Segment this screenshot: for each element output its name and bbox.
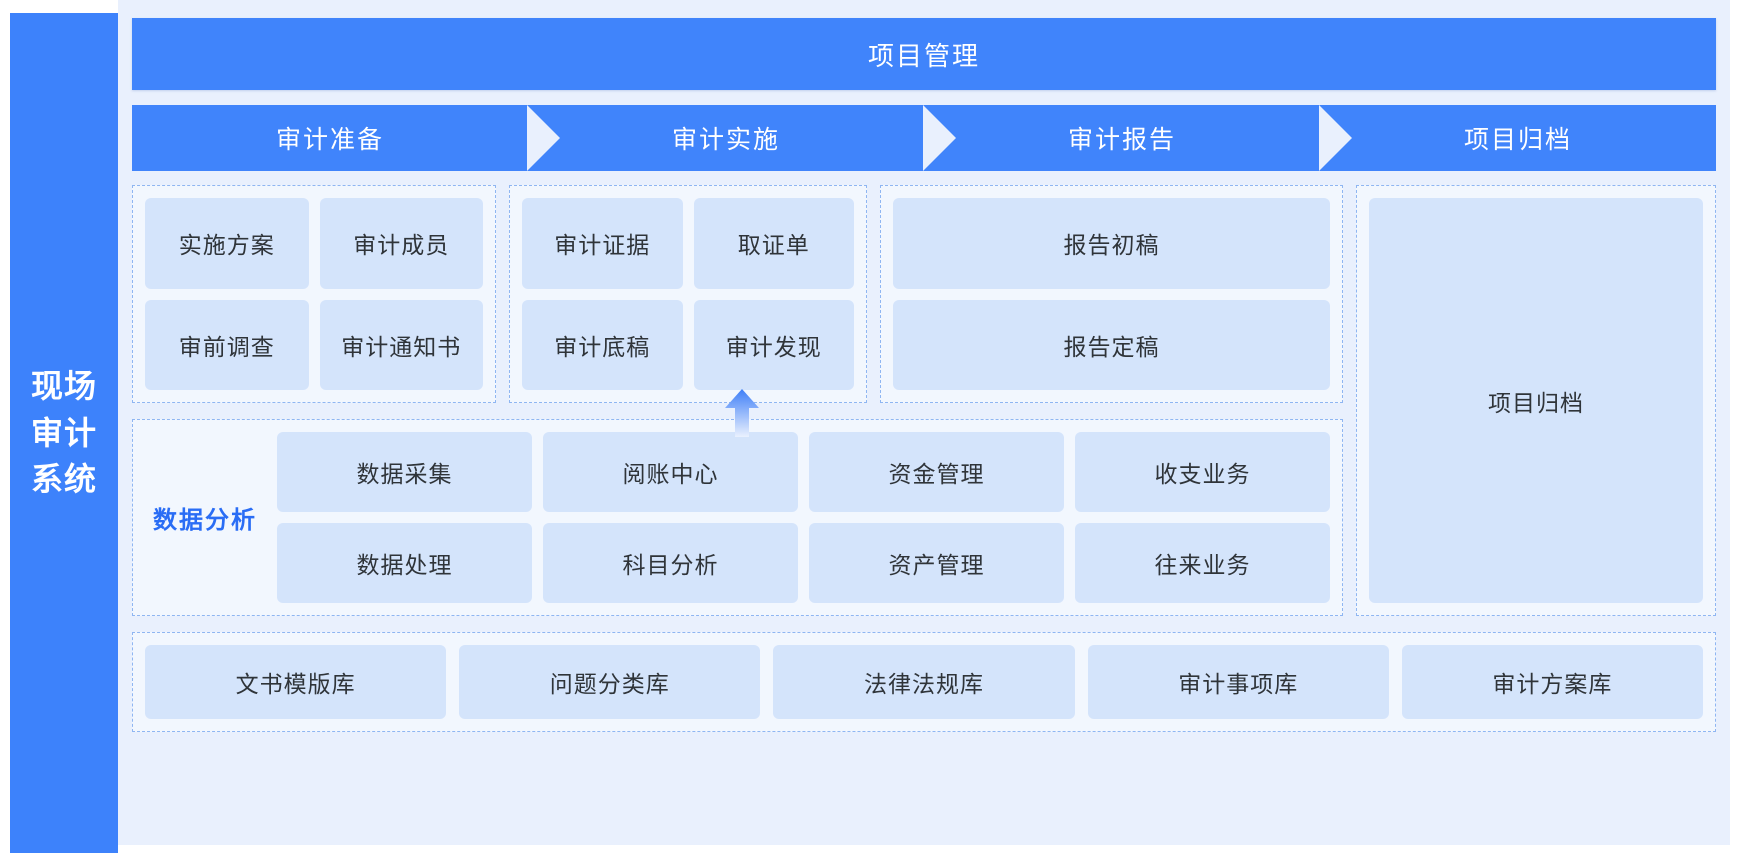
group-project-archive: 项目归档	[1356, 185, 1716, 616]
tile-report-final[interactable]: 报告定稿	[893, 299, 1330, 390]
tile-report-draft[interactable]: 报告初稿	[893, 198, 1330, 289]
group-data-analysis: 数据分析 数据采集 阅账中心 资金管理 收支业务 数据处理 科目分析 资产管理 …	[132, 389, 1343, 616]
stage-audit-preparation[interactable]: 审计准备	[132, 105, 560, 171]
main-panel: 项目管理 审计准备 审计实施 审计报告	[118, 0, 1730, 845]
tile-fund-management[interactable]: 资金管理	[809, 432, 1064, 512]
group-libraries: 文书模版库 问题分类库 法律法规库 审计事项库 审计方案库	[132, 632, 1716, 732]
tile-asset-management[interactable]: 资产管理	[809, 523, 1064, 603]
analysis-tile-grid: 数据采集 阅账中心 资金管理 收支业务 数据处理 科目分析 资产管理 往来业务	[277, 432, 1330, 603]
tile-audit-notice[interactable]: 审计通知书	[319, 299, 483, 390]
stage-label: 审计实施	[671, 126, 780, 154]
left-stack: 实施方案 审计成员 审前调查 审计通知书 审计证据 取证单 审计底稿 审计发现	[132, 185, 1343, 616]
stage-audit-execution[interactable]: 审计实施	[528, 105, 956, 171]
up-arrow-icon	[725, 389, 759, 437]
report-tile-grid: 报告初稿 报告定稿	[893, 198, 1330, 390]
group-audit-execution: 审计证据 取证单 审计底稿 审计发现	[509, 185, 867, 403]
tile-account-analysis[interactable]: 科目分析	[543, 523, 798, 603]
group-audit-report: 报告初稿 报告定稿	[880, 185, 1343, 403]
preparation-tile-grid: 实施方案 审计成员 审前调查 审计通知书	[145, 198, 483, 390]
data-analysis-label: 数据分析	[153, 507, 257, 534]
tile-audit-working-paper[interactable]: 审计底稿	[522, 299, 683, 390]
brand-line-2: 审计	[30, 414, 97, 451]
stage-label: 项目归档	[1463, 126, 1572, 154]
brand-line-1: 现场	[30, 368, 97, 405]
stage-project-archive[interactable]: 项目归档	[1320, 105, 1716, 171]
tile-pre-audit-survey[interactable]: 审前调查	[145, 299, 309, 390]
content-row: 实施方案 审计成员 审前调查 审计通知书 审计证据 取证单 审计底稿 审计发现	[132, 185, 1716, 616]
tile-audit-finding[interactable]: 审计发现	[693, 299, 854, 390]
tile-audit-matters-library[interactable]: 审计事项库	[1087, 645, 1389, 719]
tile-project-archive[interactable]: 项目归档	[1369, 198, 1703, 603]
group-audit-preparation: 实施方案 审计成员 审前调查 审计通知书	[132, 185, 496, 403]
stage-label: 审计报告	[1067, 126, 1176, 154]
tile-current-account-business[interactable]: 往来业务	[1075, 523, 1330, 603]
project-management-bar[interactable]: 项目管理	[132, 18, 1716, 90]
brand-rail: 现场 审计 系统	[10, 13, 118, 853]
tile-revenue-expenditure[interactable]: 收支业务	[1075, 432, 1330, 512]
tile-ledger-review-center[interactable]: 阅账中心	[543, 432, 798, 512]
tile-implementation-plan[interactable]: 实施方案	[145, 198, 309, 289]
stage-audit-report[interactable]: 审计报告	[924, 105, 1352, 171]
tile-evidence-form[interactable]: 取证单	[693, 198, 854, 289]
tile-document-template-library[interactable]: 文书模版库	[145, 645, 447, 719]
tile-data-processing[interactable]: 数据处理	[277, 523, 532, 603]
stage-bar: 审计准备 审计实施 审计报告 项目归档	[132, 105, 1716, 171]
tile-audit-plan-library[interactable]: 审计方案库	[1401, 645, 1703, 719]
stage-label: 审计准备	[275, 126, 384, 154]
tile-issue-classification-library[interactable]: 问题分类库	[459, 645, 761, 719]
project-management-label: 项目管理	[867, 40, 980, 71]
execution-tile-grid: 审计证据 取证单 审计底稿 审计发现	[522, 198, 854, 390]
tile-audit-members[interactable]: 审计成员	[319, 198, 483, 289]
tile-data-collection[interactable]: 数据采集	[277, 432, 532, 512]
tile-audit-evidence[interactable]: 审计证据	[522, 198, 683, 289]
brand-title: 现场 审计 系统	[31, 363, 97, 502]
brand-line-3: 系统	[30, 461, 97, 498]
phase-row: 实施方案 审计成员 审前调查 审计通知书 审计证据 取证单 审计底稿 审计发现	[132, 185, 1343, 403]
tile-law-regulation-library[interactable]: 法律法规库	[773, 645, 1075, 719]
